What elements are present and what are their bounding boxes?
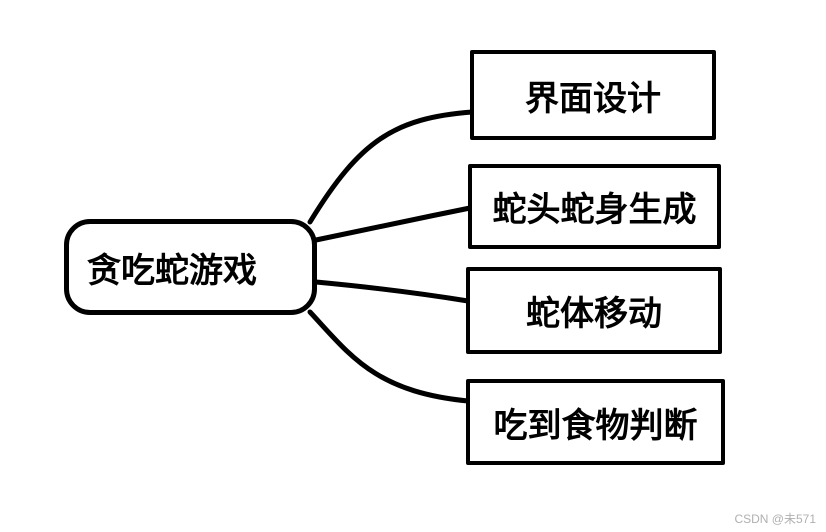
connector-to-child-1 <box>307 109 475 225</box>
connector-to-child-2 <box>313 205 473 243</box>
connector-to-child-4 <box>307 309 471 404</box>
child-node-food-detection: 吃到食物判断 <box>466 379 725 465</box>
child-node-ui-design: 界面设计 <box>470 50 716 140</box>
child-node-label: 蛇体移动 <box>526 294 662 334</box>
child-node-snake-movement: 蛇体移动 <box>466 267 722 354</box>
child-node-label: 吃到食物判断 <box>493 405 698 446</box>
connector-to-child-3 <box>313 279 471 304</box>
child-node-label: 蛇头蛇身生成 <box>492 190 697 230</box>
root-node-label: 贪吃蛇游戏 <box>87 250 257 291</box>
root-node: 贪吃蛇游戏 <box>64 219 317 315</box>
child-node-label: 界面设计 <box>525 78 661 119</box>
watermark-text: CSDN @未571 <box>734 512 816 526</box>
child-node-snake-generation: 蛇头蛇身生成 <box>468 164 721 249</box>
